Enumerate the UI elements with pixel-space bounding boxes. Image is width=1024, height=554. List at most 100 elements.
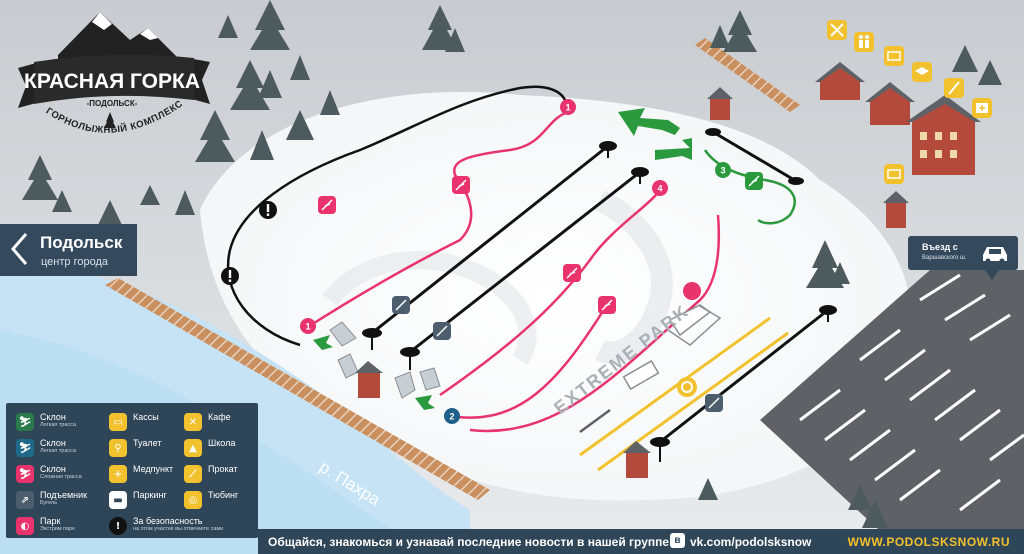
legend-item-sublabel: Экстрим парк — [40, 526, 75, 532]
building-main — [906, 95, 981, 175]
ticket-icon-2 — [884, 164, 904, 184]
legend-item-label: Парк — [40, 516, 61, 526]
city-name: Подольск — [40, 233, 123, 252]
skier-icon: ⛷ — [16, 413, 34, 431]
fence-top-right — [695, 38, 800, 112]
logo: КРАСНАЯ ГОРКА -ПОДОЛЬСК- ГОРНОЛЫЖНЫЙ КОМ… — [18, 12, 210, 136]
back-to-city-sign[interactable]: Подольск центр города — [0, 224, 137, 276]
legend-item-label: Кассы — [133, 412, 159, 422]
legend-item: ▲ Школа — [184, 439, 235, 457]
buildings — [355, 62, 981, 478]
direction-arrows — [313, 108, 692, 410]
outer-trail — [226, 85, 567, 347]
tubing-icon: ◎ — [184, 491, 202, 509]
lift-icon: ⇗ — [16, 491, 34, 509]
legend-item-label: Кафе — [208, 412, 231, 422]
legend-item: ◎ Тюбинг — [184, 491, 238, 509]
entry-sign: Въезд с Варшавского ш. — [908, 236, 1018, 270]
legend-item-label: Склон — [40, 412, 66, 422]
legend-item: + Медпункт — [109, 465, 173, 483]
school-icon: ▲ — [184, 439, 202, 457]
entry-title: Въезд с — [922, 242, 958, 252]
legend-item: ⚲ Туалет — [109, 439, 161, 457]
legend-item-label: За безопасность — [133, 516, 203, 526]
legend-item-label: Подъемник — [40, 490, 88, 500]
base-gates — [329, 321, 441, 399]
skier-icon: ⛷ — [16, 439, 34, 457]
legend-item: ▭ Кассы — [109, 413, 159, 431]
ski-lifts — [371, 130, 829, 444]
vk-icon: в — [670, 533, 685, 548]
facility-icons — [677, 20, 992, 397]
car-icon — [983, 247, 1007, 264]
trail-number-3: 3 — [720, 166, 725, 176]
entry-subtitle: Варшавского ш. — [922, 255, 967, 261]
legend-item-label: Прокат — [208, 464, 238, 474]
car-icon: ▬ — [109, 491, 127, 509]
medkit-icon: + — [109, 465, 127, 483]
trail-marker-1-base — [300, 318, 316, 334]
trail-icons — [318, 172, 763, 412]
trail-number-4: 4 — [657, 184, 662, 194]
safety-markers — [221, 201, 277, 285]
trail-marker-1-top — [560, 99, 576, 115]
building-lodge-1 — [815, 62, 865, 100]
website-link[interactable]: WWW.PODOLSKSNOW.RU — [847, 535, 1010, 549]
trail-marker-3 — [715, 162, 731, 178]
logo-title: КРАСНАЯ ГОРКА — [24, 70, 200, 93]
building-small-3 — [355, 361, 383, 398]
vk-link[interactable]: vk.com/podolsksnow — [690, 535, 812, 549]
legend-item-label: Школа — [208, 438, 236, 448]
parking-lot — [760, 270, 1024, 554]
trail-number-1-top: 1 — [565, 103, 570, 113]
trail-number-1-base: 1 — [305, 322, 310, 332]
skier-icon: ⛷ — [16, 465, 34, 483]
toilet-icon: ⚲ — [109, 439, 127, 457]
warning-icon: ! — [109, 517, 127, 535]
city-subtitle: центр города — [41, 256, 108, 268]
ticket-icon: ▭ — [109, 413, 127, 431]
trail-marker-4 — [652, 180, 668, 196]
toilet-icon — [854, 32, 874, 52]
legend-item-label: Паркинг — [133, 490, 167, 500]
parking-markings — [799, 273, 1024, 512]
trees — [22, 0, 1002, 528]
legend-item-label: Медпункт — [133, 464, 174, 474]
tubing-icon — [677, 377, 697, 397]
legend-item-label: Туалет — [133, 438, 162, 448]
trail-number-2: 2 — [449, 412, 454, 422]
legend-item-sublabel: Легкая трасса — [40, 448, 76, 454]
logo-subtitle: -ПОДОЛЬСК- — [87, 99, 138, 108]
building-small-4 — [623, 441, 651, 478]
legend-item-sublabel: на этом участке вы отвечаете сами — [133, 526, 224, 532]
legend-item-label: Склон — [40, 464, 66, 474]
legend-item-sublabel: Легкая трасса — [40, 422, 76, 428]
ticket-icon — [884, 46, 904, 66]
legend-item-label: Склон — [40, 438, 66, 448]
legend-item: ⟋ Прокат — [184, 465, 238, 483]
snow-slope-area — [200, 91, 912, 501]
rental-icon: ⟋ — [184, 465, 202, 483]
cafe-icon: ✕ — [184, 413, 202, 431]
logo-banner — [34, 54, 194, 104]
building-lodge-2 — [865, 82, 915, 125]
entry-pointer — [985, 270, 999, 280]
building-small-1 — [707, 87, 733, 120]
legend-item-sublabel: Бугель — [40, 500, 58, 506]
legend-item-label: Тюбинг — [208, 490, 239, 500]
legend-item: ✕ Кафе — [184, 413, 231, 431]
legend-item: ▬ Паркинг — [109, 491, 167, 509]
trail-marker-2 — [444, 408, 460, 424]
helmet-icon — [683, 282, 701, 300]
trail-markers: 1 1 2 3 4 — [300, 99, 731, 424]
legend-item-sublabel: Сложная трасса — [40, 474, 82, 480]
building-small-2 — [883, 191, 909, 228]
chevron-left-icon — [11, 233, 28, 265]
